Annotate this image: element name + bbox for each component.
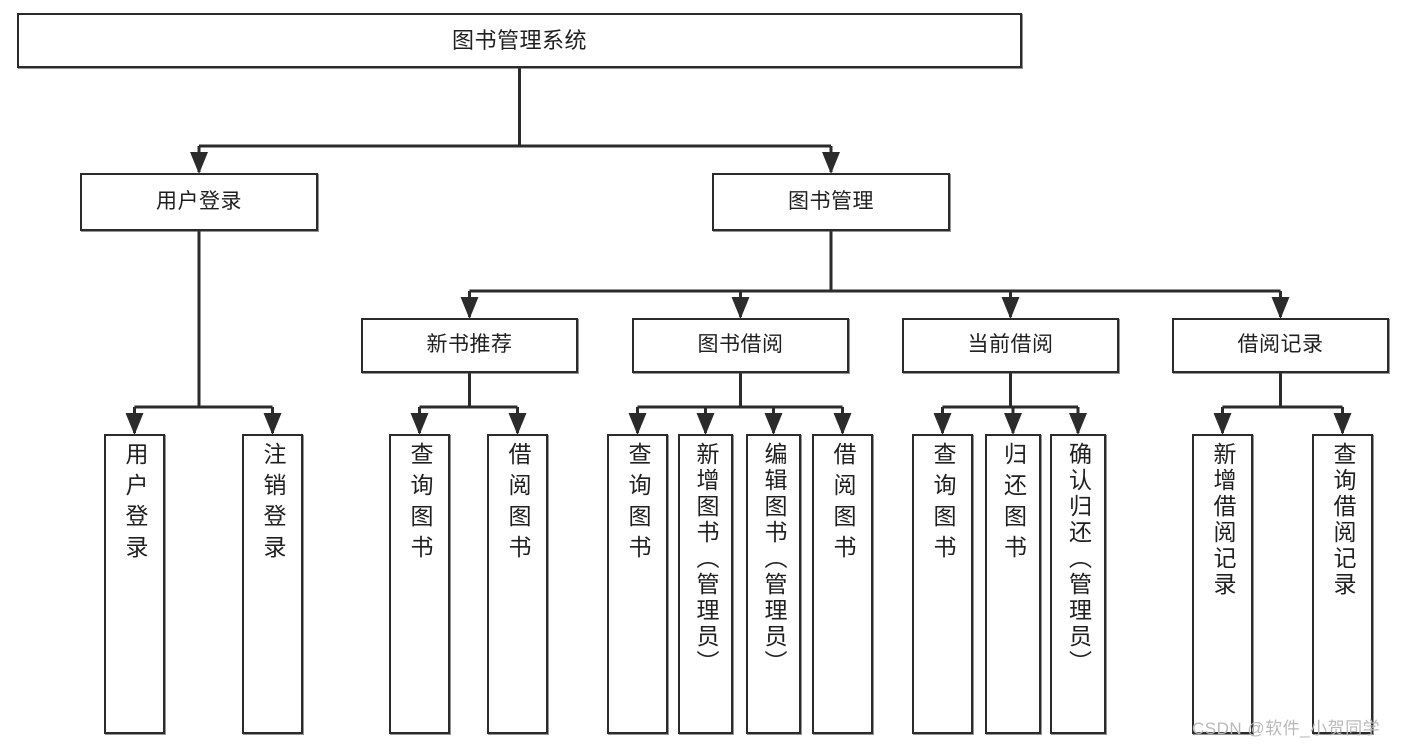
node-book-management-label: 图书管理 bbox=[788, 189, 874, 213]
node-leaf-edit-book-admin-label: 编辑图书（管理员） bbox=[761, 442, 787, 676]
node-leaf-query-book-3-label: 查询图书 bbox=[930, 442, 956, 566]
node-leaf-borrow-book-1[interactable]: 借阅图书 bbox=[487, 434, 548, 734]
node-leaf-borrow-book-1-label: 借阅图书 bbox=[505, 442, 531, 566]
node-leaf-borrow-book-2[interactable]: 借阅图书 bbox=[812, 434, 873, 734]
node-leaf-add-borrow-record-label: 新增借阅记录 bbox=[1210, 442, 1236, 598]
node-new-book-recommend[interactable]: 新书推荐 bbox=[361, 318, 578, 373]
node-leaf-add-book-admin-label: 新增图书（管理员） bbox=[693, 442, 719, 676]
node-root[interactable]: 图书管理系统 bbox=[17, 13, 1022, 68]
node-current-borrow[interactable]: 当前借阅 bbox=[902, 318, 1119, 373]
node-leaf-query-book-2-label: 查询图书 bbox=[625, 442, 651, 566]
node-leaf-logout[interactable]: 注销登录 bbox=[242, 434, 303, 734]
node-current-borrow-label: 当前借阅 bbox=[967, 333, 1054, 357]
node-leaf-return-book-label: 归还图书 bbox=[1000, 442, 1027, 566]
node-leaf-logout-label: 注销登录 bbox=[260, 442, 286, 566]
node-leaf-user-login-label: 用户登录 bbox=[122, 442, 148, 566]
node-borrow-records[interactable]: 借阅记录 bbox=[1172, 318, 1389, 373]
node-user-login[interactable]: 用户登录 bbox=[80, 173, 318, 231]
node-new-book-recommend-label: 新书推荐 bbox=[426, 333, 513, 357]
node-leaf-borrow-book-2-label: 借阅图书 bbox=[830, 442, 856, 566]
node-borrow-records-label: 借阅记录 bbox=[1237, 333, 1324, 357]
node-leaf-query-book-1-label: 查询图书 bbox=[407, 442, 433, 566]
node-book-management[interactable]: 图书管理 bbox=[712, 173, 950, 231]
node-leaf-user-login[interactable]: 用户登录 bbox=[104, 434, 165, 734]
node-root-label: 图书管理系统 bbox=[451, 27, 587, 53]
node-leaf-query-borrow-record[interactable]: 查询借阅记录 bbox=[1312, 434, 1373, 734]
node-leaf-edit-book-admin[interactable]: 编辑图书（管理员） bbox=[746, 434, 801, 734]
node-leaf-return-book[interactable]: 归还图书 bbox=[985, 434, 1041, 734]
node-leaf-confirm-return-admin-label: 确认归还（管理员） bbox=[1065, 442, 1092, 676]
node-leaf-add-book-admin[interactable]: 新增图书（管理员） bbox=[678, 434, 733, 734]
node-leaf-confirm-return-admin[interactable]: 确认归还（管理员） bbox=[1050, 434, 1106, 734]
node-book-borrow[interactable]: 图书借阅 bbox=[632, 318, 849, 373]
node-leaf-query-borrow-record-label: 查询借阅记录 bbox=[1330, 442, 1356, 598]
csdn-watermark: CSDN @软件_小贺同学 bbox=[1192, 719, 1381, 738]
node-user-login-label: 用户登录 bbox=[156, 189, 242, 213]
node-leaf-query-book-2[interactable]: 查询图书 bbox=[607, 434, 668, 734]
node-leaf-query-book-3[interactable]: 查询图书 bbox=[912, 434, 973, 734]
node-book-borrow-label: 图书借阅 bbox=[697, 333, 784, 357]
node-leaf-query-book-1[interactable]: 查询图书 bbox=[389, 434, 450, 734]
node-leaf-add-borrow-record[interactable]: 新增借阅记录 bbox=[1192, 434, 1253, 734]
